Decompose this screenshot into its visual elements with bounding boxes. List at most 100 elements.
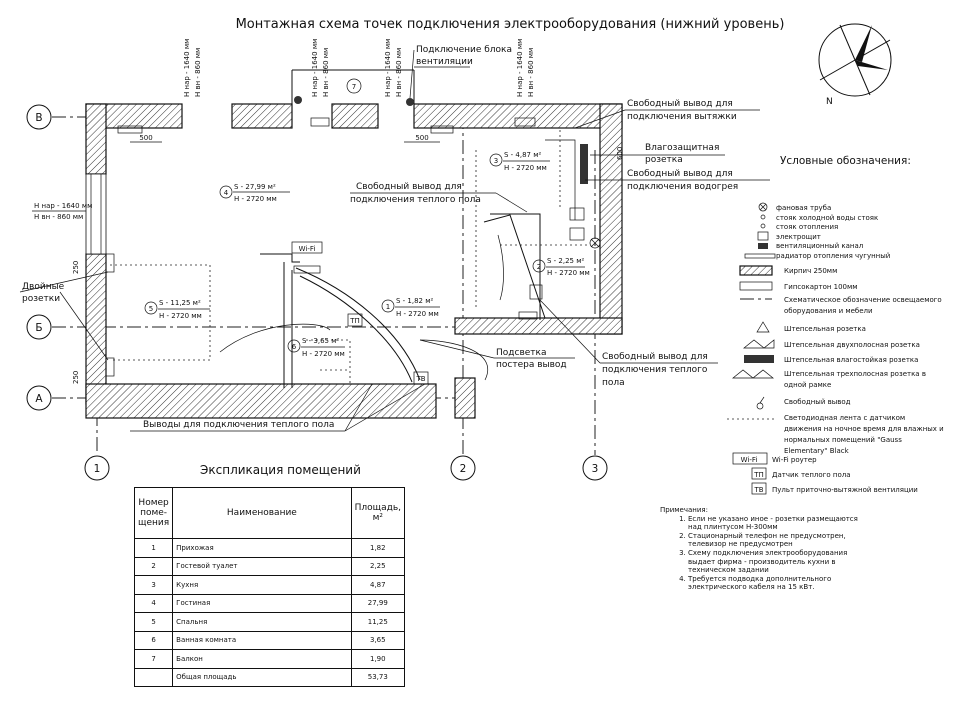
dimension-labels: 500 500 600 250 250 (72, 134, 624, 384)
svg-text:1: 1 (386, 303, 390, 311)
svg-text:6: 6 (292, 343, 297, 351)
svg-text:Влагозащитная: Влагозащитная (645, 143, 719, 153)
svg-text:вентиляционный канал: вентиляционный канал (776, 242, 863, 250)
svg-text:Свободный вывод для: Свободный вывод для (627, 169, 733, 179)
room-label-5: 5 S - 11,25 м² H - 2720 мм (144, 299, 210, 320)
callout-poster: Подсветка постера вывод (419, 339, 575, 370)
col-header-area: Площадь, м² (350, 487, 406, 539)
room-label-1: 1 S - 1,82 м² H - 2720 мм (381, 297, 440, 318)
callout-wet-socket: Влагозащитная розетка (590, 143, 725, 165)
floor-sensor-icon (347, 313, 363, 327)
room-label-3: 3 S - 4,87 м² H - 2720 мм (489, 151, 550, 172)
note-item: Стационарный телефон не предусмотрен, те… (688, 532, 860, 549)
svg-text:H - 2720 мм: H - 2720 мм (504, 164, 547, 172)
svg-text:H - 2720 мм: H - 2720 мм (396, 310, 439, 318)
svg-text:пола: пола (602, 378, 625, 388)
wifi-label: Wi-Fi (299, 245, 316, 253)
svg-text:подключения вытяжки: подключения вытяжки (627, 112, 737, 122)
svg-text:Гипсокартон 100мм: Гипсокартон 100мм (784, 283, 858, 291)
svg-text:250: 250 (72, 261, 80, 274)
svg-text:Схематическое обозначение осве: Схематическое обозначение освещаемого (784, 296, 942, 304)
note-item: Схему подключения электрооборудования вы… (688, 549, 860, 575)
svg-text:2: 2 (460, 463, 467, 475)
col-header-name: Наименование (172, 487, 352, 539)
callout-boiler: Свободный вывод для подключения водогрея (585, 169, 770, 192)
table-header-row: Номер поме- щения Наименование Площадь, … (133, 487, 406, 539)
svg-text:Б: Б (35, 322, 42, 334)
svg-text:Свободный вывод для: Свободный вывод для (627, 99, 733, 109)
svg-text:Свободный вывод: Свободный вывод (784, 398, 851, 406)
svg-text:движения на ночное время для в: движения на ночное время для влажных и (784, 425, 944, 433)
svg-text:2: 2 (537, 263, 541, 271)
svg-text:H нар - 1640 мм: H нар - 1640 мм (516, 39, 524, 97)
svg-text:подключения теплого пола: подключения теплого пола (350, 195, 481, 205)
svg-text:нормальных помещений "Gauss: нормальных помещений "Gauss (784, 436, 902, 444)
svg-text:3: 3 (592, 463, 599, 475)
legend-tp-symbol: ТП (753, 471, 764, 479)
room-label-2: 2 S - 2,25 м² H - 2720 мм (532, 257, 590, 277)
svg-text:оборудования и мебели: оборудования и мебели (784, 307, 873, 315)
room-label-7: 7 (346, 78, 362, 94)
svg-text:H нар - 1640 мм: H нар - 1640 мм (311, 39, 319, 97)
svg-text:Свободный вывод для: Свободный вывод для (356, 182, 462, 192)
svg-text:Выводы для подключения теплого: Выводы для подключения теплого пола (143, 420, 334, 430)
tp-label: ТП (349, 317, 360, 325)
partitions (110, 130, 590, 388)
col-header-number: Номер поме- щения (133, 487, 174, 539)
svg-text:Штепсельная розетка: Штепсельная розетка (784, 325, 866, 333)
height-labels: H нар - 1640 мм H вн - 860 мм H нар - 16… (32, 39, 535, 221)
compass-icon: N (818, 23, 892, 107)
svg-text:H вн - 860 мм: H вн - 860 мм (322, 48, 330, 97)
vent-panel-icon (413, 371, 429, 385)
svg-text:1: 1 (94, 463, 101, 475)
svg-text:H нар - 1640 мм: H нар - 1640 мм (34, 202, 92, 210)
svg-text:постера вывод: постера вывод (496, 360, 567, 370)
svg-text:подключения водогрея: подключения водогрея (627, 182, 738, 192)
svg-text:H вн - 860 мм: H вн - 860 мм (34, 213, 83, 221)
svg-text:H - 2720 мм: H - 2720 мм (159, 312, 202, 320)
svg-text:250: 250 (72, 371, 80, 384)
svg-text:стояк холодной воды стояк: стояк холодной воды стояк (776, 214, 878, 222)
svg-text:радиатор отопления чугунный: радиатор отопления чугунный (776, 252, 890, 260)
callout-floor-outputs: Выводы для подключения теплого пола (130, 383, 426, 432)
svg-text:Свободный вывод для: Свободный вывод для (602, 352, 708, 362)
axis-marker-v: В (26, 104, 52, 130)
svg-text:Штепсельная трехполосная розет: Штепсельная трехполосная розетка в (784, 370, 926, 378)
svg-text:S - 2,25 м²: S - 2,25 м² (547, 257, 585, 265)
note-item: Требуется подводка дополнительного элект… (688, 575, 860, 592)
svg-text:S - 4,87 м²: S - 4,87 м² (504, 151, 542, 159)
svg-text:Подключение блока: Подключение блока (416, 45, 512, 55)
svg-text:Кирпич 250мм: Кирпич 250мм (784, 267, 837, 275)
axis-marker-3: 3 (582, 455, 608, 481)
note-item: Если не указано иное - розетки размещают… (688, 515, 860, 532)
svg-text:4: 4 (224, 189, 229, 197)
svg-text:H - 2720 мм: H - 2720 мм (547, 269, 590, 277)
svg-text:S - 3,65 м²: S - 3,65 м² (302, 337, 340, 345)
svg-text:розетки: розетки (22, 294, 60, 304)
svg-text:Wi-Fi роутер: Wi-Fi роутер (772, 456, 817, 464)
svg-text:500: 500 (415, 134, 428, 142)
callout-warm-floor-2: Свободный вывод для подключения теплого … (539, 299, 718, 388)
legend-wifi-symbol: Wi-Fi (741, 456, 758, 464)
callout-vent-block: Подключение блока вентиляции (409, 45, 512, 99)
svg-text:фановая труба: фановая труба (776, 204, 831, 212)
svg-text:Elementary" Black: Elementary" Black (784, 447, 850, 455)
svg-text:S - 1,82 м²: S - 1,82 м² (396, 297, 434, 305)
svg-text:вентиляции: вентиляции (416, 57, 473, 67)
explication-table: Номер поме- щения Наименование Площадь, … (133, 487, 406, 687)
wifi-router-icon (291, 241, 323, 254)
svg-text:подключения теплого: подключения теплого (602, 365, 708, 375)
svg-text:Подсветка: Подсветка (496, 348, 546, 358)
legend-symbols (727, 202, 776, 495)
svg-text:Светодиодная лента с датчиком: Светодиодная лента с датчиком (784, 414, 905, 422)
svg-text:электрощит: электрощит (776, 233, 821, 241)
room-label-4: 4 S - 27,99 м² H - 2720 мм (219, 183, 290, 203)
room-label-6: 6 S - 3,65 м² H - 2720 мм (287, 337, 345, 358)
svg-text:3: 3 (494, 157, 498, 165)
